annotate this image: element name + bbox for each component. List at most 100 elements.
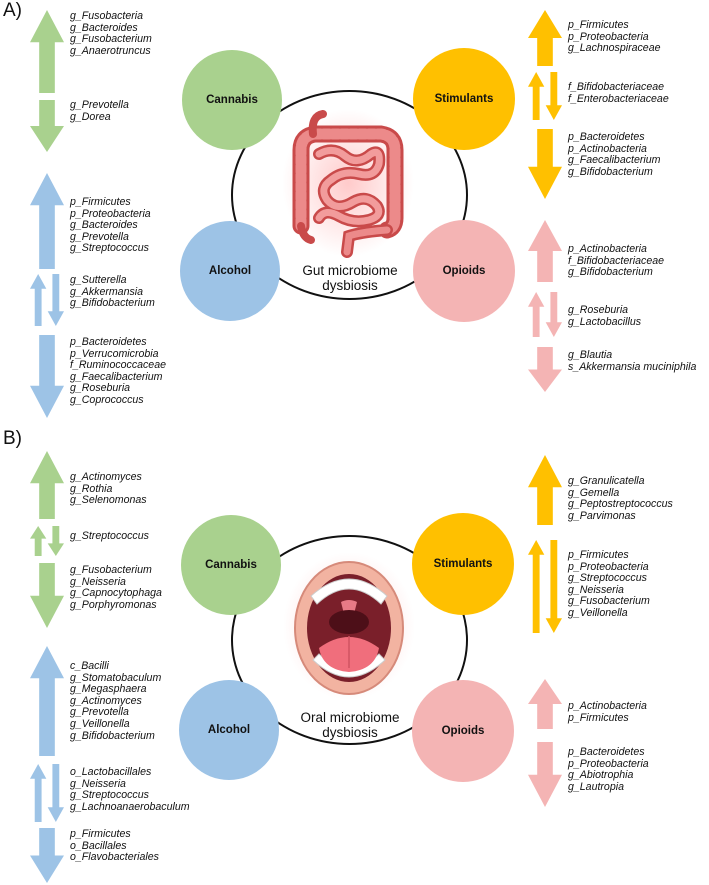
taxon-item: g_Roseburia [70,382,131,395]
taxon-item: g_Streptococcus [70,789,149,802]
taxon-item: g_Dorea [70,110,111,123]
taxon-item: g_Faecalibacterium [70,370,163,383]
taxon-item: g_Capnocytophaga [70,587,162,600]
taxon-item: g_Sutterella [70,274,127,286]
intestine-icon [282,109,414,258]
taxon-item: g_Streptococcus [568,572,647,585]
circle-alcohol-b: Alcohol [179,680,279,780]
taxon-item: g_Granulicatella [568,475,645,487]
taxon-item: p_Actinobacteria [568,243,647,255]
taxon-item: g_Faecalibacterium [568,154,661,167]
taxon-item: g_Bifidobacterium [70,297,155,310]
taxon-item: o_Lactobacillales [70,766,152,778]
circle-stimulants-b: Stimulants [412,513,514,615]
taxon-item: g_Actinomyces [70,471,142,483]
taxon-item: g_Bifidobacterium [70,729,155,742]
arrow-up-icon [30,173,64,269]
arrow-down-icon [30,100,64,152]
taxon-item: f_Bifidobacteriaceae [568,81,664,93]
taxon-item: p_Proteobacteria [568,757,649,770]
taxon-item: p_Firmicutes [568,19,629,31]
taxa-list: g_Streptococcus [70,530,149,543]
panel-a-label: A) [3,0,22,21]
taxon-item: g_Actinomyces [70,694,142,707]
circle-cannabis-a: Cannabis [182,50,282,150]
taxon-item: f_Enterobacteriaceae [568,92,669,105]
taxon-item: g_Bifidobacterium [568,165,653,178]
taxon-item: g_Rothia [70,482,113,495]
taxon-item: g_Abiotrophia [568,769,634,782]
panel-b-label: B) [3,428,22,449]
taxon-item: g_Fusobacterium [568,595,650,608]
taxon-item: p_Firmicutes [70,828,131,840]
taxon-item: p_Firmicutes [568,549,629,561]
taxon-item: g_Fusobacterium [70,33,152,46]
arrow-updown-icon [30,274,64,326]
taxon-item: o_Flavobacteriales [70,851,159,864]
taxon-item: g_Parvimonas [568,509,636,522]
taxon-item: g_Veillonella [568,606,628,619]
taxon-item: p_Actinobacteria [568,700,647,712]
taxon-item: s_Akkermansia muciniphila [568,360,697,373]
arrow-up-icon [30,451,64,519]
arrow-up-icon [528,220,562,282]
oral-dysbiosis-title: Oral microbiome dysbiosis [285,710,415,740]
taxon-item: g_Lautropia [568,780,624,793]
taxon-item: p_Bacteroidetes [568,746,645,758]
taxon-item: f_Bifidobacteriaceae [568,254,664,267]
taxon-item: o_Bacillales [70,839,127,852]
gut-dysbiosis-title: Gut microbiome dysbiosis [285,263,415,293]
taxon-item: p_Proteobacteria [70,207,151,220]
taxon-item: p_Proteobacteria [568,30,649,43]
circle-alcohol-a: Alcohol [180,221,280,321]
oral-dysbiosis-ring [231,535,468,745]
arrow-updown-icon [528,292,562,337]
taxon-item: g_Streptococcus [70,530,149,542]
open-mouth-icon [283,552,415,700]
taxon-item: p_Bacteroidetes [568,131,645,143]
taxon-item: g_Coprococcus [70,393,144,406]
taxon-item: g_Stomatobaculum [70,671,162,684]
taxon-item: g_Lachnospiraceae [568,42,661,55]
taxon-item: g_Lactobacillus [568,315,642,328]
taxon-item: p_Proteobacteria [568,560,649,573]
arrow-down-icon [528,742,562,807]
taxon-item: g_Lachnoanaerobaculum [70,800,190,813]
taxon-item: f_Ruminococcaceae [70,359,166,372]
arrow-updown-icon [528,540,562,633]
arrow-down-icon [528,129,562,199]
taxon-item: g_Veillonella [70,717,130,730]
taxon-item: g_Prevotella [70,99,129,111]
taxon-item: g_Prevotella [70,706,129,719]
taxon-item: g_Bacteroides [70,219,138,232]
taxon-item: g_Selenomonas [70,494,147,507]
gut-title-line2: dysbiosis [322,278,378,293]
taxon-item: g_Blautia [568,349,613,361]
taxon-item: g_Fusobacterium [70,564,152,576]
circle-opioids-b: Opioids [412,680,514,782]
taxon-item: g_Streptococcus [70,242,149,255]
oral-title-line1: Oral microbiome [300,710,400,725]
arrow-updown-icon [30,526,64,556]
arrow-down-icon [30,335,64,418]
arrow-up-icon [528,10,562,66]
taxon-item: p_Bacteroidetes [70,336,147,348]
taxon-item: g_Megasphaera [70,683,147,696]
taxon-item: p_Actinobacteria [568,142,647,155]
arrow-up-icon [528,455,562,525]
arrow-up-icon [30,646,64,756]
